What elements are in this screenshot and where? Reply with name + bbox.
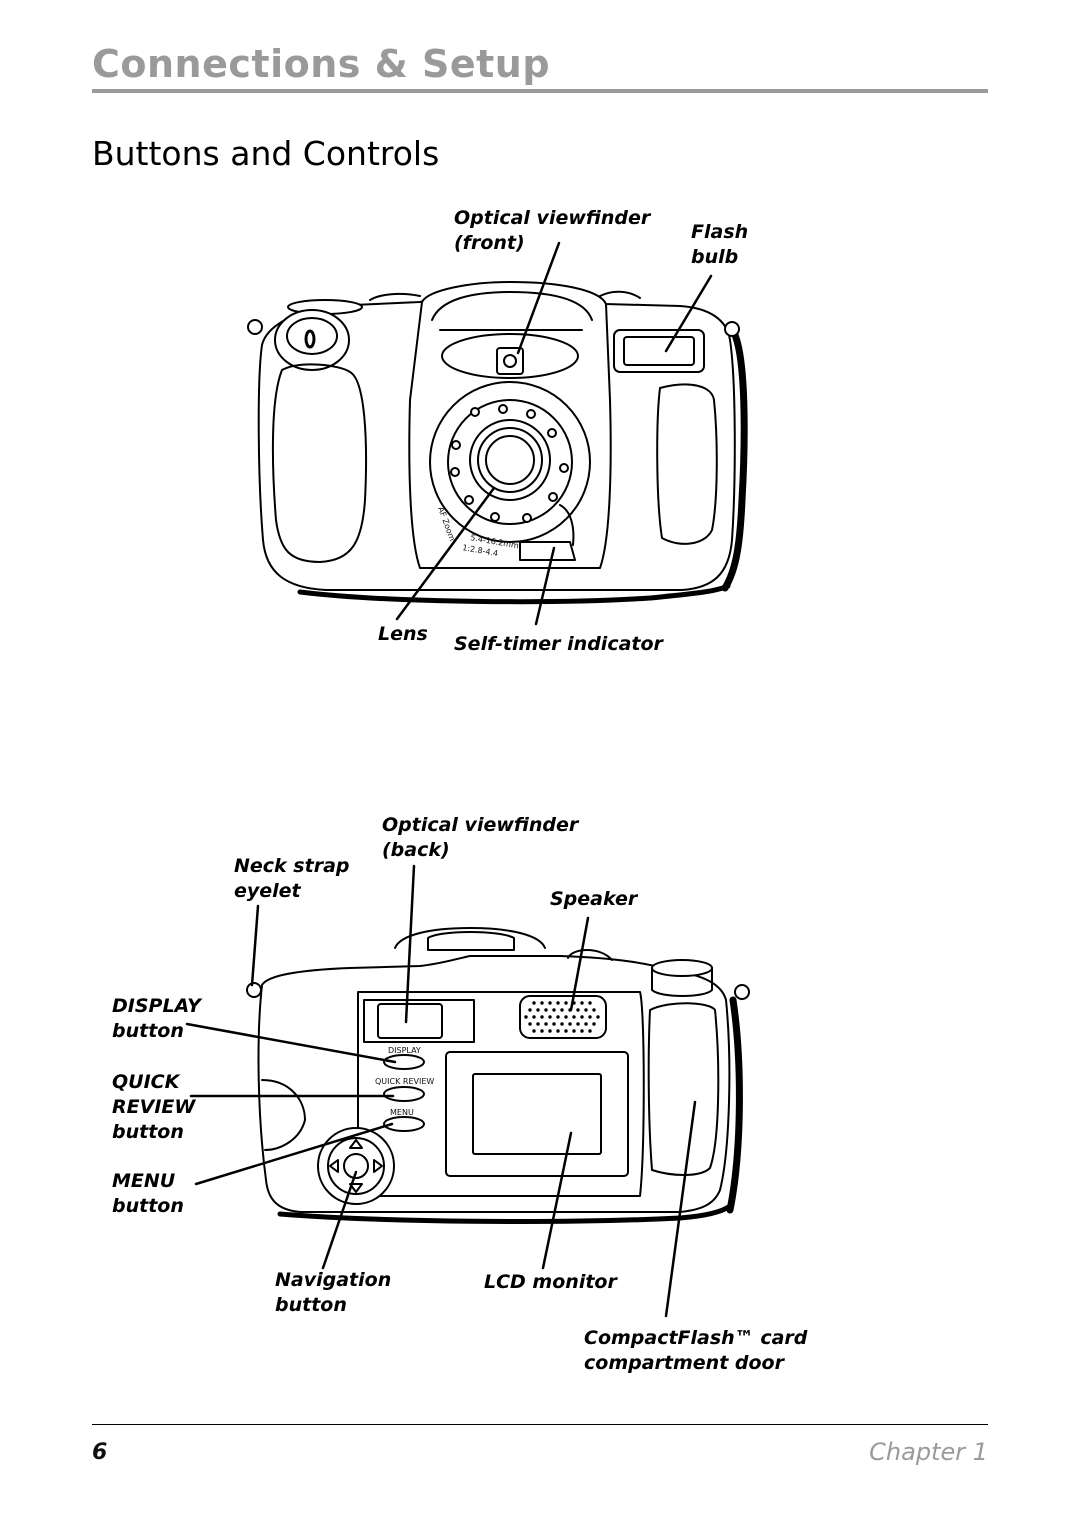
flash-bulb-label: Flash xyxy=(691,221,749,243)
quick-review-label: QUICK xyxy=(112,1071,180,1093)
optical-viewfinder-front-label-2: (front) xyxy=(454,232,525,254)
display-button-label: DISPLAY xyxy=(112,995,201,1017)
menu-button-label: MENU xyxy=(112,1170,176,1192)
neck-strap-label-2: eyelet xyxy=(234,880,301,902)
lcd-monitor-label: LCD monitor xyxy=(484,1271,617,1293)
quick-review-label-2: REVIEW xyxy=(112,1096,196,1118)
chapter-label: Chapter 1 xyxy=(869,1438,988,1466)
display-button-label-2: button xyxy=(112,1020,184,1042)
navigation-label-2: button xyxy=(275,1294,347,1316)
optical-viewfinder-back-label-2: (back) xyxy=(382,839,450,861)
camera-front-illustration xyxy=(247,241,748,626)
cf-door-label-2: compartment door xyxy=(584,1352,784,1374)
cf-door-label: CompactFlash™ card xyxy=(584,1327,808,1349)
neck-strap-label: Neck strap xyxy=(234,855,350,877)
lens-label: Lens xyxy=(378,623,428,645)
speaker-label: Speaker xyxy=(550,888,638,910)
navigation-label: Navigation xyxy=(275,1269,392,1291)
camera-back-illustration xyxy=(185,864,750,1318)
display-body-label: DISPLAY xyxy=(388,1046,421,1055)
quick-review-label-3: button xyxy=(112,1121,184,1143)
page-number: 6 xyxy=(92,1440,108,1465)
self-timer-label: Self-timer indicator xyxy=(454,633,663,655)
page-title: Buttons and Controls xyxy=(92,134,440,173)
flash-bulb-label-2: bulb xyxy=(691,246,739,268)
footer-rule xyxy=(92,1424,988,1425)
optical-viewfinder-back-label: Optical viewfinder xyxy=(382,814,579,836)
header-rule xyxy=(92,89,988,93)
menu-button-label-2: button xyxy=(112,1195,184,1217)
optical-viewfinder-front-label: Optical viewfinder xyxy=(454,207,651,229)
menu-body-label: MENU xyxy=(390,1108,414,1117)
quick-review-body-label: QUICK REVIEW xyxy=(375,1077,434,1086)
section-title: Connections & Setup xyxy=(92,42,551,86)
